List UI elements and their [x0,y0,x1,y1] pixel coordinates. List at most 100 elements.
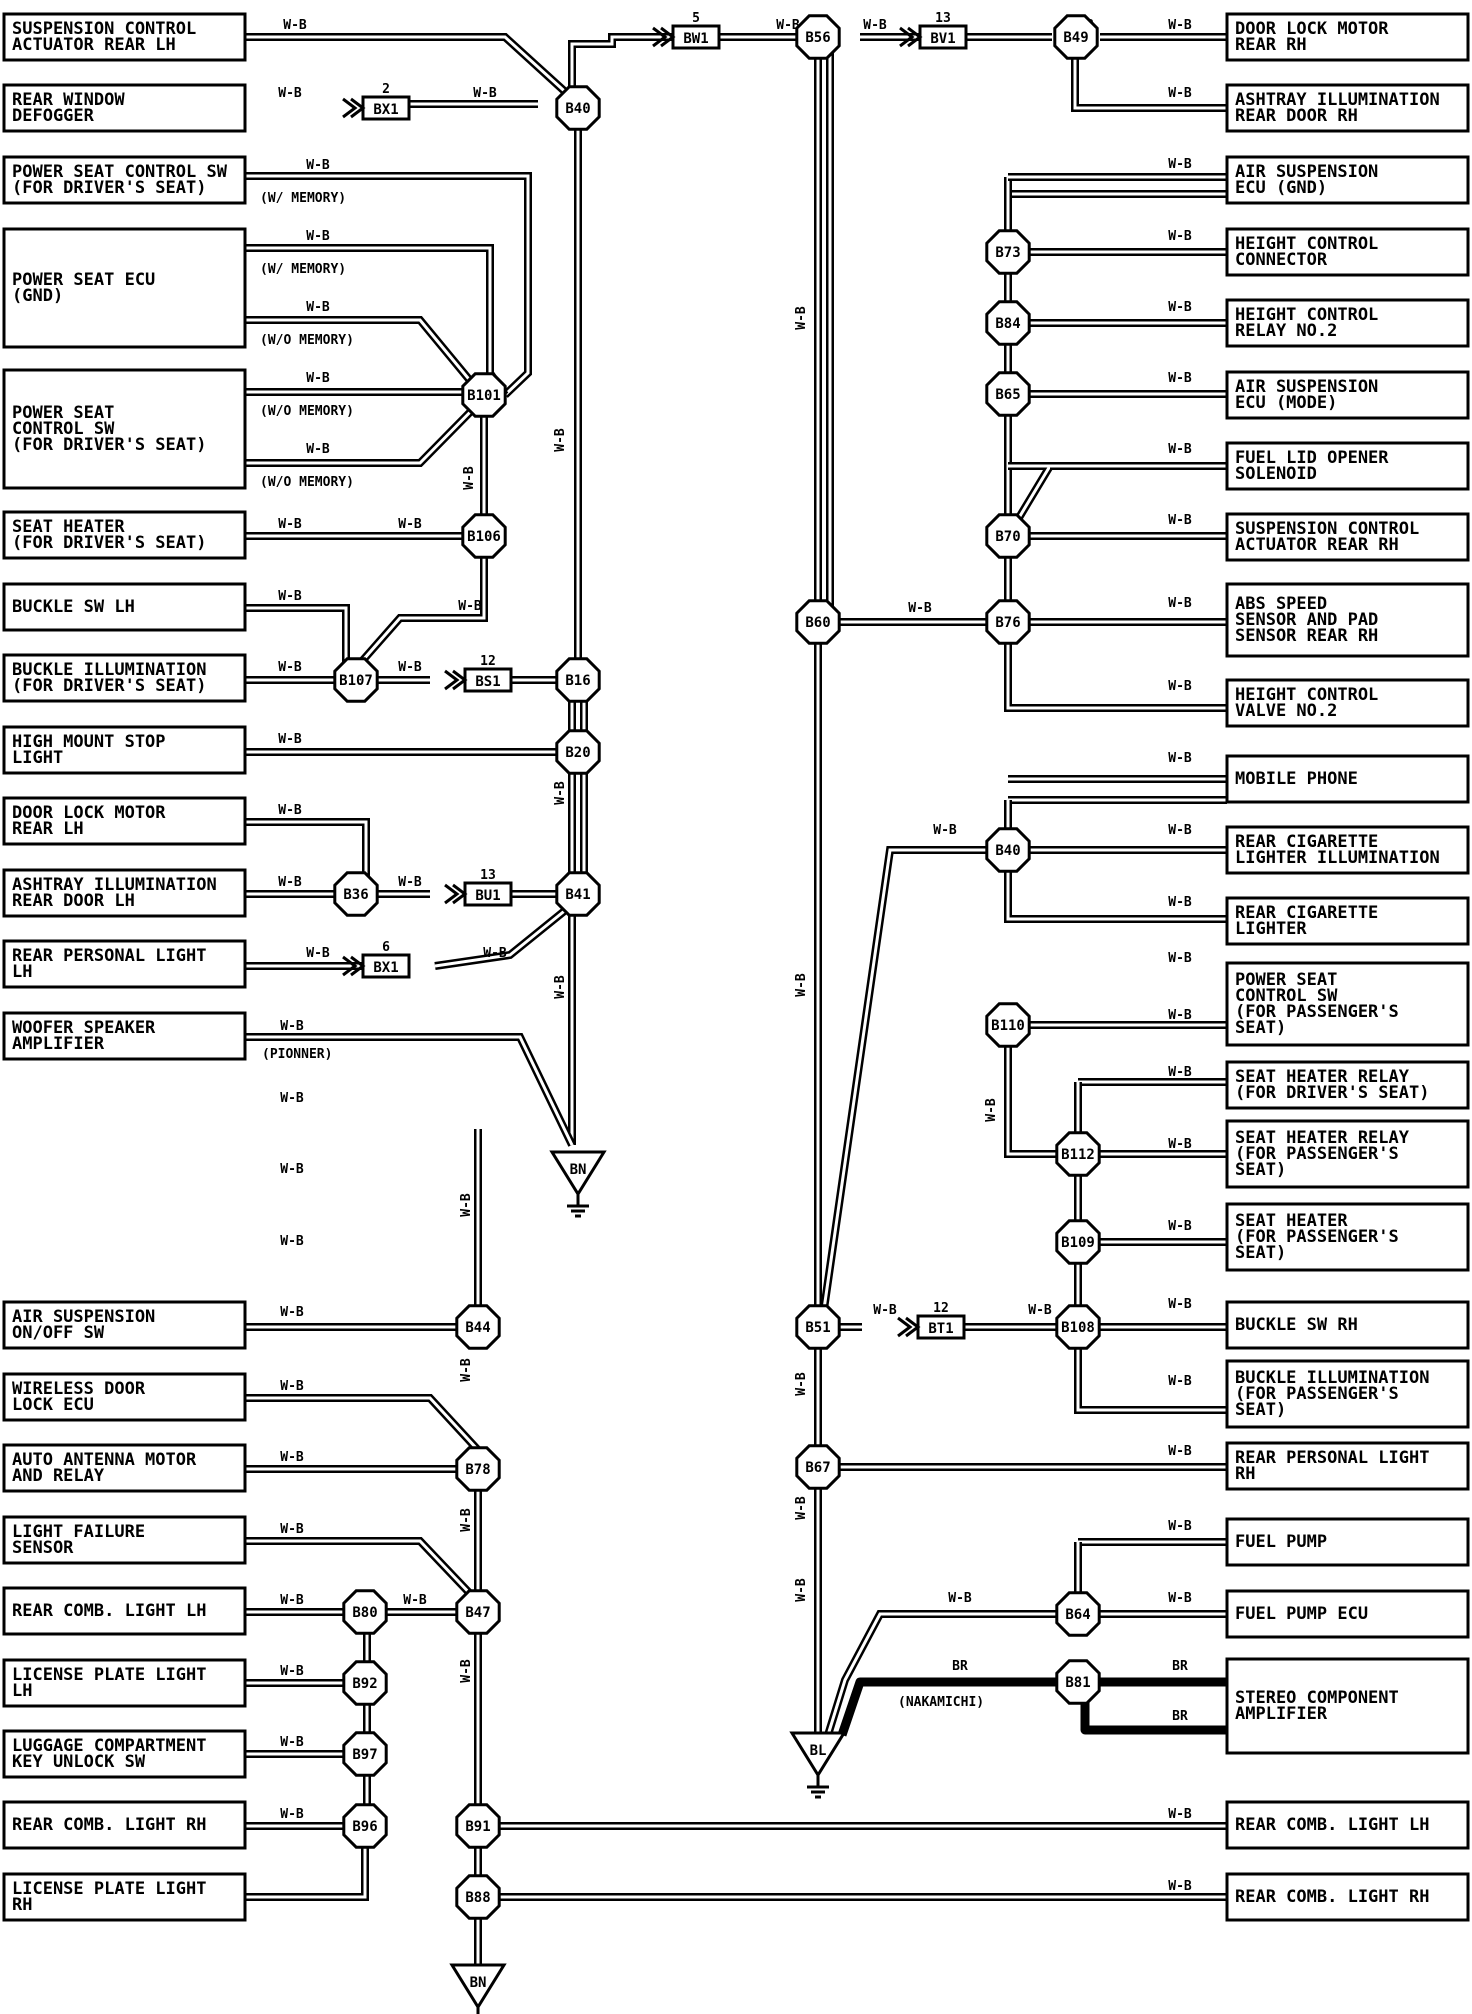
junction-label: B101 [467,388,501,404]
junction-octagon [795,599,841,645]
component-label: RELAY NO.2 [1235,321,1337,341]
component-label: RH [12,1895,32,1915]
component-label: SEAT HEATER [12,517,125,537]
junction-label: B60 [805,615,830,631]
wire-label: W-B [398,875,422,890]
component-label: DEFOGGER [12,106,95,126]
component-label: FUEL PUMP [1235,1532,1327,1552]
wire-label: W-B [863,18,887,33]
ground-label: BN [470,1975,487,1991]
connector-arrow [899,26,915,48]
component-box [1225,961,1470,1047]
junction-label: B20 [565,745,590,761]
connector-pin: 2 [382,82,390,97]
wire-label: W-B [1168,1374,1192,1389]
component-sh-relay-drv: SEAT HEATER RELAY(FOR DRIVER'S SEAT) [1225,1060,1470,1110]
wire-label: W-B [1168,679,1192,694]
junction-octagon [1055,1131,1101,1177]
wire-label: W-B [280,1234,304,1249]
wire-label: W-B [1168,442,1192,457]
component-label: HEIGHT CONTROL [1235,685,1378,705]
component-label: REAR COMB. LIGHT RH [1235,1887,1429,1907]
junction-label: B76 [995,615,1020,631]
component-label: SEAT HEATER RELAY [1235,1067,1410,1087]
component-label: SOLENOID [1235,464,1317,484]
wire-label: W-B [280,1379,304,1394]
ground-triangle [449,1963,507,2010]
junction: B56 [795,14,841,60]
component-label: POWER SEAT [1235,970,1337,990]
component-box [2,868,247,918]
wire-label: W-B [473,86,497,101]
wire [1076,1327,1227,1412]
component-box [1225,1060,1470,1110]
component-label: AUTO ANTENNA MOTOR [12,1450,197,1470]
wire-label: W-B [398,517,422,532]
wire [1006,622,1227,710]
component-label: POWER SEAT ECU [12,270,155,290]
wire-label: W-B [280,1162,304,1177]
wire-label: W-B [306,229,330,244]
wire-labels: W-B W-B W-B W-B W-B W-B W-B W-B W-B W-B W-B W-B W-B W… [260,18,1192,1894]
junction-label: B108 [1061,1320,1095,1336]
component-box [1225,441,1470,491]
junction-octagon [985,513,1031,559]
component-box [2,510,247,560]
component-box [2,1872,247,1922]
junction-octagon [455,1874,501,1920]
junction-octagon [333,871,379,917]
component-label: AMPLIFIER [12,1034,105,1054]
junction-octagon [985,1002,1031,1048]
component-box [2,83,247,133]
component-box [1225,1202,1470,1272]
component-label: SEAT HEATER [1235,1211,1348,1231]
junction-label: B92 [352,1676,377,1692]
component-label: REAR DOOR LH [12,891,135,911]
wire [820,848,1008,1324]
junction-label: B110 [991,1018,1025,1034]
component-box [1225,678,1470,728]
component-box [1225,1800,1470,1850]
wire-label: W-B [1168,1444,1192,1459]
component-label: POWER SEAT [12,403,114,423]
component-label: REAR PERSONAL LIGHT [12,946,206,966]
wire-label: W-B [283,18,307,33]
component-fuel-pump-ecu: FUEL PUMP ECU [1225,1589,1470,1639]
wire-label: W-B [1168,300,1192,315]
wire [245,174,530,397]
component-label: AIR SUSPENSION [12,1307,155,1327]
junction-octagon [455,1589,501,1635]
wire [826,1612,1078,1736]
wire-label: W-B [1168,1807,1192,1822]
ground-label: BL [810,1743,827,1759]
connector-arrow [905,1316,921,1338]
component-sh-relay-pass: SEAT HEATER RELAY(FOR PASSENGER'S SEAT) [1225,1119,1470,1189]
connector-pin: 5 [692,11,700,26]
wire-label: W-B [794,1578,809,1602]
connector-label: BW1 [683,31,708,47]
connector-arrow [897,1316,913,1338]
component-box [1225,155,1470,205]
wire-label: W-B [306,442,330,457]
component-box [1225,1517,1470,1567]
component-label: HEIGHT CONTROL [1235,234,1378,254]
component-comb-lh: REAR COMB. LIGHT LH [2,1586,247,1636]
component-label: REAR COMB. LIGHT LH [1235,1815,1429,1835]
junction-label: B40 [995,843,1020,859]
component-seat-heater-pass: SEAT HEATER(FOR PASSENGER'S SEAT) [1225,1202,1470,1272]
junction-octagon [1055,1219,1101,1265]
wire-label: W-B [1168,951,1192,966]
ground-point: BN [549,1150,607,1218]
junction-label: B40 [565,101,590,117]
component-label: LICENSE PLATE LIGHT [12,1665,206,1685]
component-label: MOBILE PHONE [1235,769,1358,789]
